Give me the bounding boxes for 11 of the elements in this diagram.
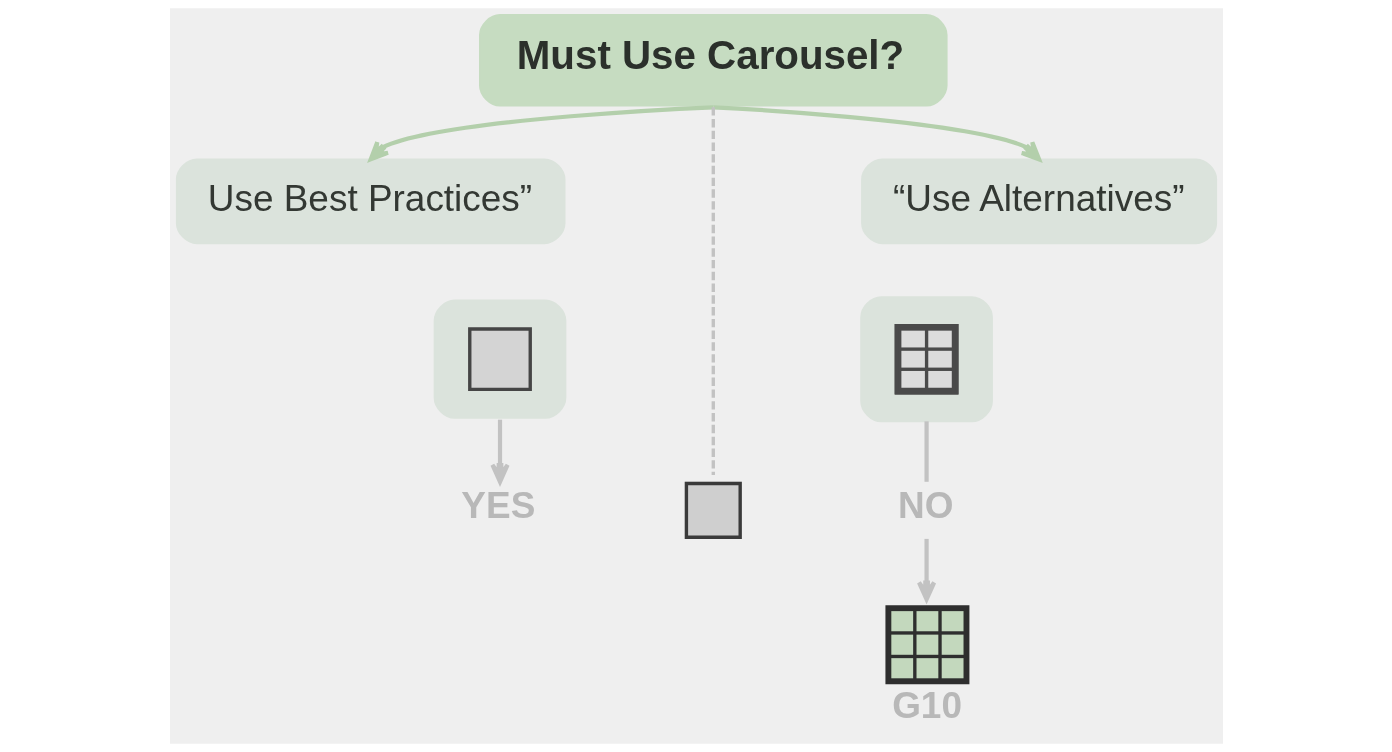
arrow [916,538,936,602]
node-box: “Use Alternatives” [860,158,1217,245]
connector [924,421,929,482]
node-picture [433,299,566,419]
arrow [489,419,510,484]
connector [711,107,715,476]
node-box: Use Best Practices” [175,158,565,245]
node-box: Must Use Carousel? [478,14,948,107]
arrow [368,105,713,162]
node-picture [859,296,993,423]
arrow [712,105,1041,162]
